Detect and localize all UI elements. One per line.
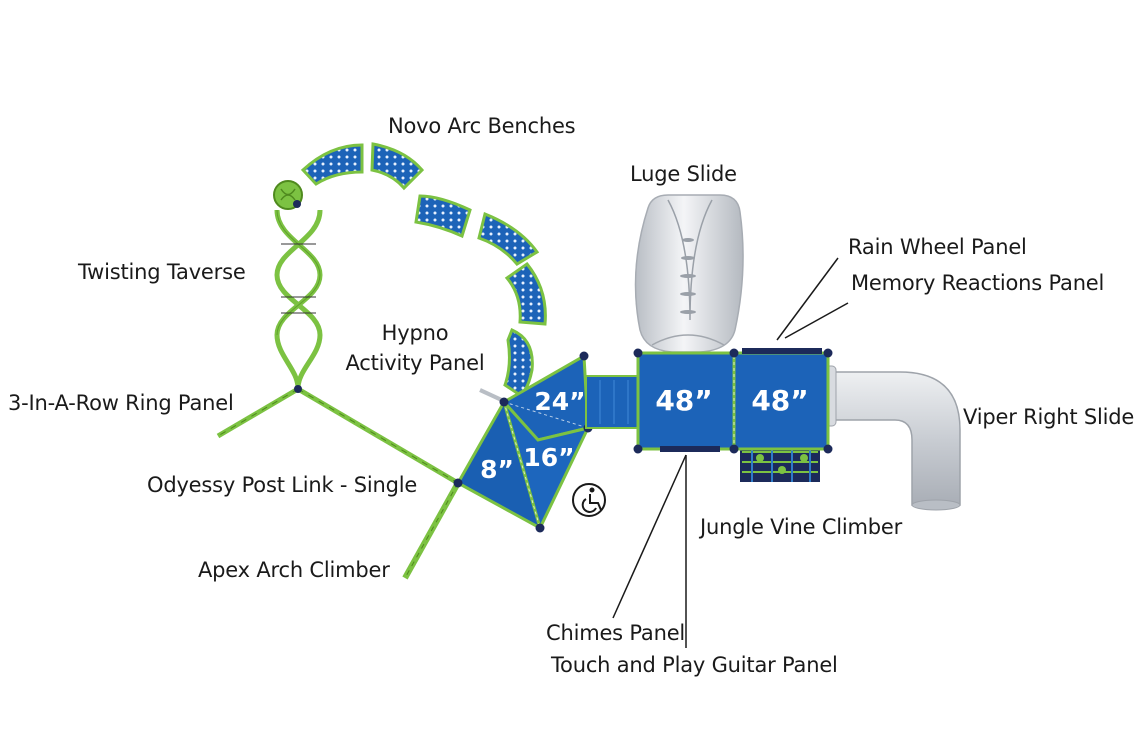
label-jungle-vine-climber: Jungle Vine Climber [700, 515, 903, 539]
post-cap [293, 200, 301, 208]
luge-slide [634, 194, 744, 353]
label-viper-right-slide: Viper Right Slide [963, 405, 1135, 429]
deck-label-24: 24” [534, 387, 585, 416]
label-twisting-traverse: Twisting Taverse [78, 260, 246, 284]
twisting-traverse [273, 180, 323, 389]
wheelchair-accessibility-icon [572, 483, 606, 517]
deck-48-left [636, 351, 736, 451]
low-decks: 24” 16” 8” [453, 351, 593, 533]
label-rain-wheel-panel: Rain Wheel Panel [848, 235, 1027, 259]
bridge [585, 375, 639, 429]
label-novo-arc-benches: Novo Arc Benches [388, 114, 576, 138]
deck-label-48-left: 48” [655, 384, 712, 417]
post-links [216, 385, 462, 580]
leader-lines [612, 257, 849, 648]
label-odyessy-post-link: Odyessy Post Link - Single [147, 473, 418, 497]
deck-label-16: 16” [523, 443, 574, 472]
label-hypno-line-2: Activity Panel [345, 351, 485, 376]
chimes-guitar-panels [660, 446, 720, 452]
label-apex-arch-climber: Apex Arch Climber [198, 558, 390, 582]
viper-right-slide [821, 365, 961, 511]
label-touch-play-guitar-panel: Touch and Play Guitar Panel [551, 653, 838, 677]
deck-label-8: 8” [480, 455, 514, 484]
label-luge-slide: Luge Slide [630, 162, 737, 186]
jungle-vine-climber [740, 446, 820, 482]
label-hypno-activity-panel: Hypno Activity Panel [345, 321, 485, 376]
novo-arc-benches [300, 142, 547, 397]
deck-label-48-right: 48” [751, 384, 808, 417]
deck-8 [455, 398, 543, 532]
tall-decks: 48” 48” [633, 348, 833, 454]
label-hypno-line-1: Hypno [381, 321, 449, 345]
label-ring-panel: 3-In-A-Row Ring Panel [8, 391, 234, 415]
rain-wheel-panel [742, 348, 822, 354]
label-memory-reactions-panel: Memory Reactions Panel [851, 271, 1105, 295]
label-chimes-panel: Chimes Panel [546, 621, 686, 645]
